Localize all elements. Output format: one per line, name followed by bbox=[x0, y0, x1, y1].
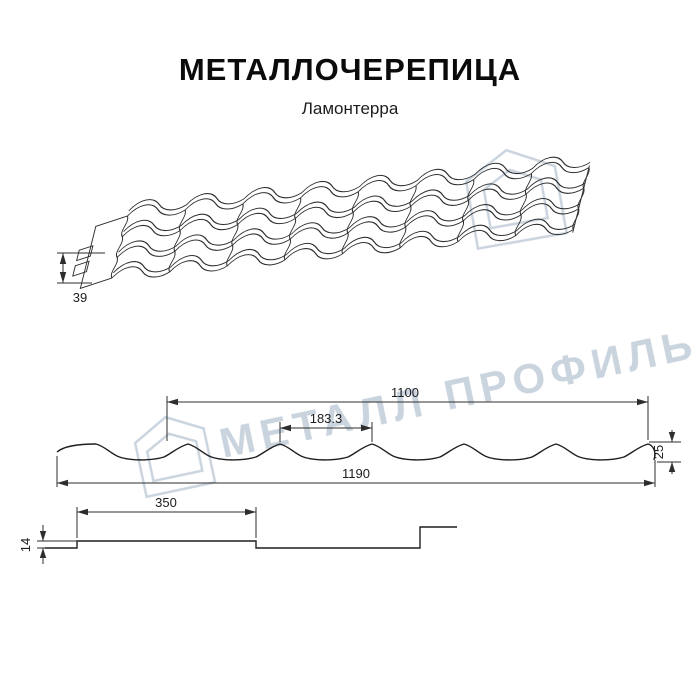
dim-overall-width-label: 1190 bbox=[342, 466, 370, 481]
profile-section-drawing bbox=[56, 443, 656, 461]
profile-dimensions: 1100 183.3 25 1190 bbox=[56, 385, 681, 487]
watermark-brand: МЕТАЛЛ ПРОФИЛЬ bbox=[133, 320, 700, 499]
dim-roof-step: 39 bbox=[57, 252, 105, 305]
dim-roof-step-label: 39 bbox=[73, 290, 87, 305]
edge-strip bbox=[72, 215, 128, 290]
dim-cover-width-label: 1100 bbox=[391, 385, 419, 400]
watermark: МЕТАЛЛ ПРОФИЛЬ bbox=[133, 148, 700, 499]
dim-step-height-label: 14 bbox=[18, 538, 33, 552]
roof-perspective-drawing bbox=[72, 152, 594, 290]
page-subtitle: Ламонтерра bbox=[301, 99, 399, 118]
brand-logo-icon bbox=[133, 415, 217, 499]
step-profile-drawing bbox=[45, 526, 457, 549]
watermark-text: МЕТАЛЛ ПРОФИЛЬ bbox=[215, 320, 700, 467]
page-title: МЕТАЛЛОЧЕРЕПИЦА bbox=[178, 52, 522, 87]
step-dimensions: 350 14 bbox=[18, 495, 257, 564]
dim-module-length-label: 350 bbox=[155, 495, 177, 510]
dim-wave-pitch-label: 183.3 bbox=[310, 411, 343, 426]
dim-profile-height-label: 25 bbox=[651, 445, 666, 459]
